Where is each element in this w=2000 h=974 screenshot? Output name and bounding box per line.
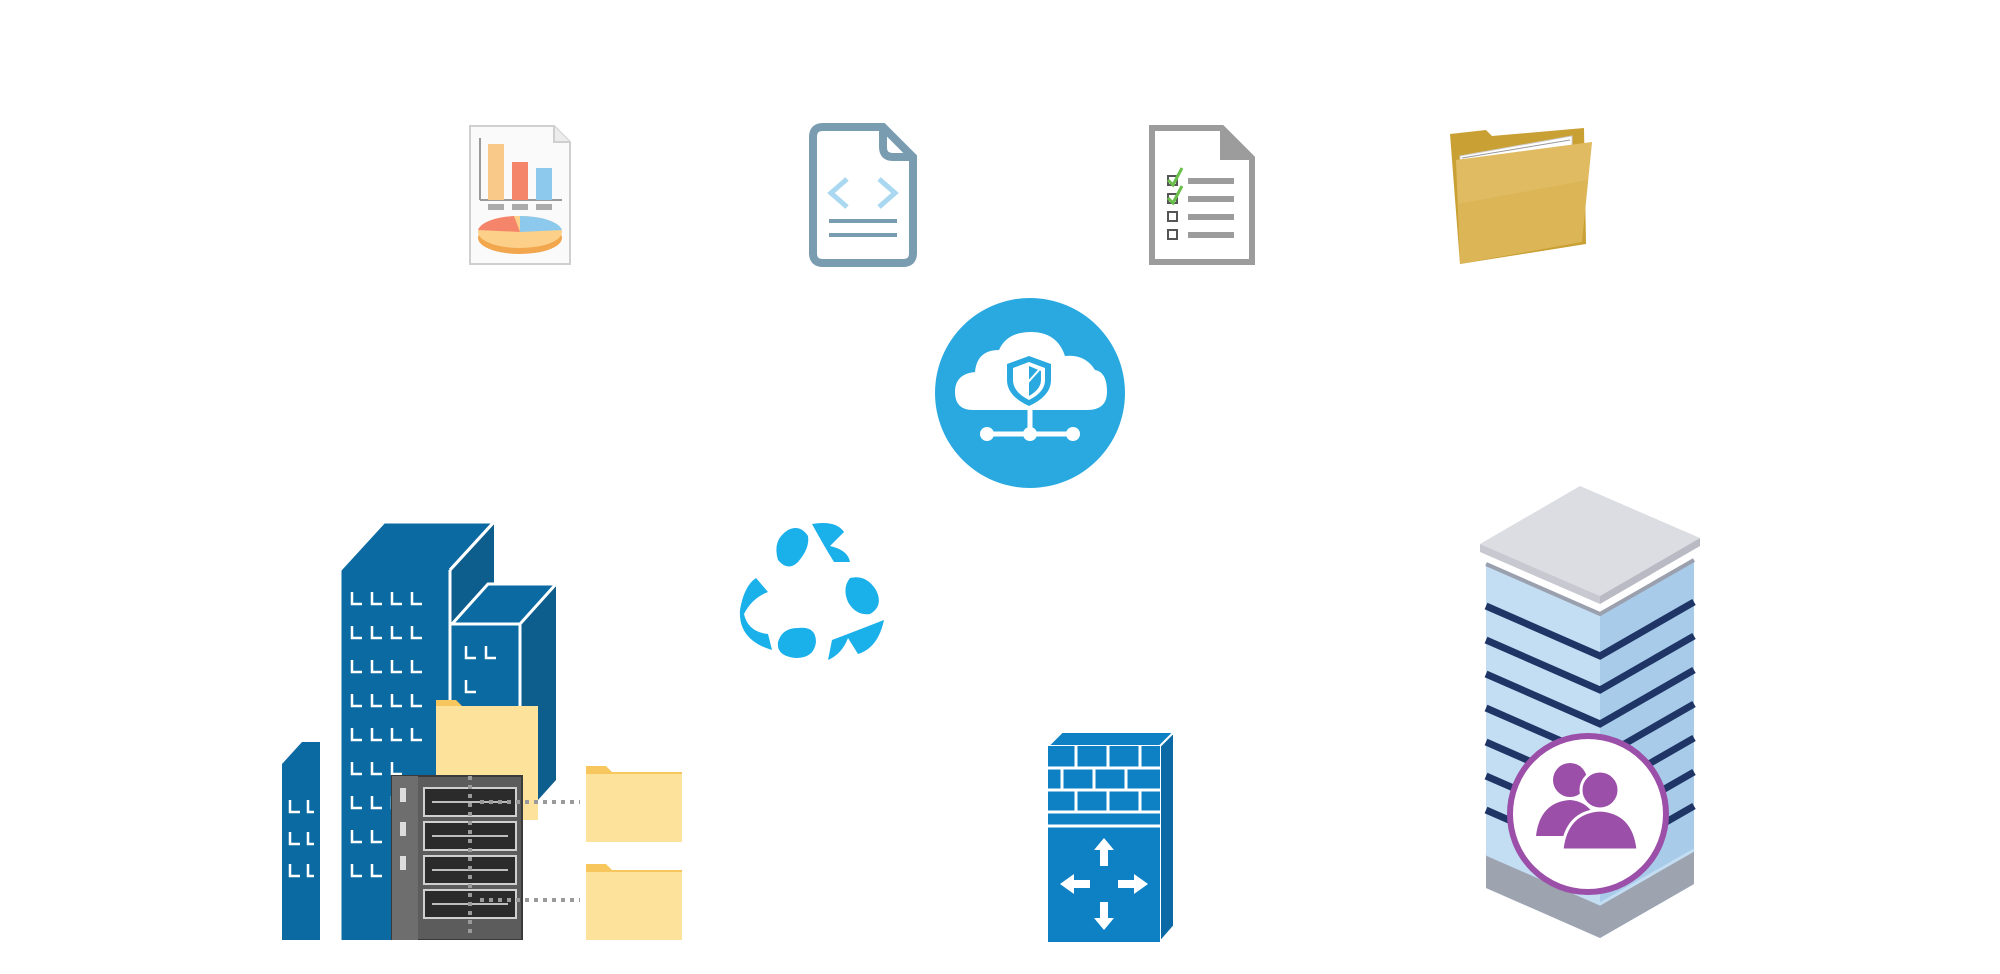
- report-document-icon: [468, 124, 572, 266]
- recycle-icon: [738, 522, 886, 666]
- checklist-document-icon: [1148, 124, 1256, 266]
- secure-cloud-network-icon: [935, 298, 1125, 488]
- code-file-icon: [807, 123, 919, 267]
- firewall-router-icon: [1046, 730, 1178, 944]
- office-tower-with-users-icon: [1478, 484, 1704, 944]
- office-buildings-with-storage-server-icon: [280, 520, 686, 940]
- folder-icon: [1446, 124, 1594, 266]
